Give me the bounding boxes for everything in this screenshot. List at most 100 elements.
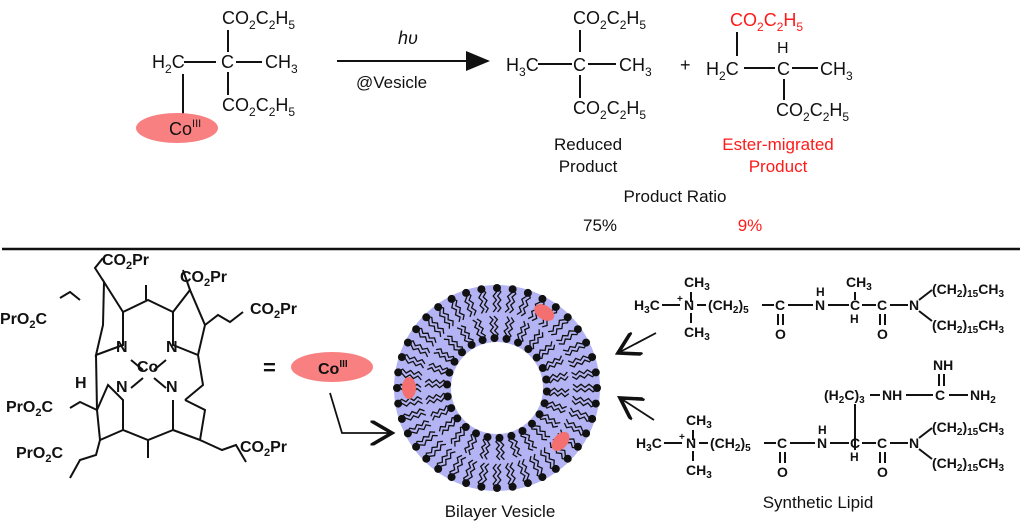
reduced-product-ratio: 75%: [582, 216, 618, 235]
svg-text:C: C: [775, 297, 785, 313]
svg-text:N: N: [684, 297, 694, 313]
inner-lipid-head: [490, 334, 499, 343]
outer-lipid-head: [563, 313, 572, 322]
svg-text:NH: NH: [882, 387, 902, 403]
outer-lipid-head: [591, 399, 600, 408]
svg-text:(CH2)15CH3: (CH2)15CH3: [932, 419, 1004, 438]
outer-lipid-head: [508, 285, 517, 294]
inner-lipid-tail: [460, 325, 474, 345]
equals-sign: =: [263, 355, 276, 380]
outer-lipid-tail: [466, 292, 477, 316]
svg-text:C: C: [850, 297, 860, 313]
inner-lipid-head: [472, 429, 480, 438]
outer-lipid-tail: [565, 418, 587, 434]
outer-lipid-head: [434, 464, 443, 473]
inner-lipid-tail: [508, 435, 518, 458]
outer-lipid-tail: [569, 357, 593, 368]
svg-text:PrO2C: PrO2C: [16, 445, 63, 465]
svg-text:CO2C2H5: CO2C2H5: [776, 100, 849, 124]
inner-lipid-tail: [430, 405, 451, 417]
reactant-top-ester: CO2C2H5: [222, 8, 295, 32]
inner-lipid-head: [483, 433, 492, 442]
outer-lipid-tail: [504, 462, 513, 488]
inner-lipid-head: [540, 399, 549, 408]
inner-lipid-head: [447, 404, 456, 413]
outer-lipid-head: [394, 399, 403, 408]
svg-text:O: O: [877, 326, 888, 342]
outer-lipid-tail: [567, 355, 593, 364]
outer-lipid-tail: [571, 400, 596, 408]
inner-lipid-head: [532, 353, 541, 362]
outer-lipid-tail: [564, 343, 588, 356]
outer-lipid-head: [447, 473, 456, 482]
outer-lipid-tail: [438, 305, 454, 327]
svg-text:C: C: [777, 59, 790, 79]
inner-lipid-tail: [538, 414, 559, 428]
svg-text:H: H: [75, 375, 87, 392]
outer-lipid-tail: [414, 431, 436, 447]
outer-lipid-tail: [556, 327, 578, 342]
outer-lipid-tail: [551, 317, 570, 336]
outer-lipid-head: [591, 368, 600, 377]
outer-lipid-tail: [406, 420, 430, 433]
synthetic-lipid-label: Synthetic Lipid: [762, 493, 874, 512]
outer-lipid-head: [551, 464, 560, 473]
outer-lipid-head: [397, 414, 406, 423]
inner-lipid-tail: [528, 332, 544, 351]
svg-text:CO2C2H5: CO2C2H5: [573, 98, 646, 122]
inner-lipid-head: [467, 340, 476, 349]
svg-text:CO2Pr: CO2Pr: [250, 301, 297, 321]
outer-lipid-tail: [401, 408, 425, 419]
outer-lipid-head: [493, 484, 501, 492]
svg-text:(CH2)15CH3: (CH2)15CH3: [932, 317, 1004, 336]
outer-lipid-tail: [416, 434, 438, 449]
outer-lipid-tail: [408, 424, 432, 435]
embedded-cobalt-complex: [402, 377, 416, 399]
svg-text:N: N: [909, 297, 919, 313]
inner-lipid-tail: [428, 362, 451, 372]
inner-lipid-tail: [543, 403, 566, 414]
svg-text:H: H: [777, 40, 789, 57]
reactant-h2c: H2C: [152, 52, 185, 76]
outer-lipid-tail: [426, 315, 445, 334]
outer-lipid-head: [588, 353, 597, 362]
svg-text:C: C: [877, 297, 887, 313]
svg-text:+: +: [677, 294, 683, 305]
svg-text:CH3: CH3: [846, 274, 872, 293]
outer-lipid-tail: [462, 459, 474, 483]
inner-lipid-tail: [507, 317, 515, 340]
outer-lipid-tail: [549, 442, 568, 461]
inner-lipid-head: [538, 364, 547, 372]
outer-lipid-tail: [402, 353, 426, 365]
svg-text:C: C: [850, 435, 860, 451]
outer-lipid-head: [462, 288, 471, 297]
outer-lipid-head: [477, 285, 486, 294]
svg-text:H3C: H3C: [506, 55, 539, 79]
svg-text:N: N: [817, 435, 827, 451]
outer-lipid-tail: [504, 289, 513, 313]
ester-migrated-label-line1: Ester-migrated: [722, 135, 834, 154]
reactant-bottom-ester: CO2C2H5: [222, 95, 295, 119]
inner-lipid-tail: [537, 344, 556, 360]
outer-lipid-head: [538, 473, 547, 482]
embedded-cobalt-complex: [551, 431, 570, 451]
svg-text:N: N: [815, 297, 825, 313]
inner-lipid-tail: [476, 318, 486, 341]
arrow-label-vesicle: @Vesicle: [356, 73, 427, 92]
outer-lipid-tail: [398, 372, 422, 381]
outer-lipid-tail: [449, 454, 463, 477]
outer-lipid-tail: [398, 368, 423, 376]
inner-lipid-head: [458, 348, 466, 357]
svg-text:CO2Pr: CO2Pr: [180, 269, 227, 289]
inner-lipid-tail: [530, 424, 548, 441]
svg-text:CO2C2H5: CO2C2H5: [730, 10, 803, 34]
svg-text:N: N: [686, 435, 696, 451]
inner-lipid-tail: [495, 437, 501, 461]
outer-lipid-head: [394, 368, 403, 377]
inner-lipid-tail: [424, 378, 448, 385]
cobester-structure: CO2Pr CO2Pr CO2Pr PrO2C PrO2C PrO2C CO2P…: [0, 252, 297, 479]
outer-lipid-tail: [516, 292, 528, 316]
svg-text:+: +: [679, 432, 685, 443]
outer-lipid-tail: [572, 383, 598, 389]
